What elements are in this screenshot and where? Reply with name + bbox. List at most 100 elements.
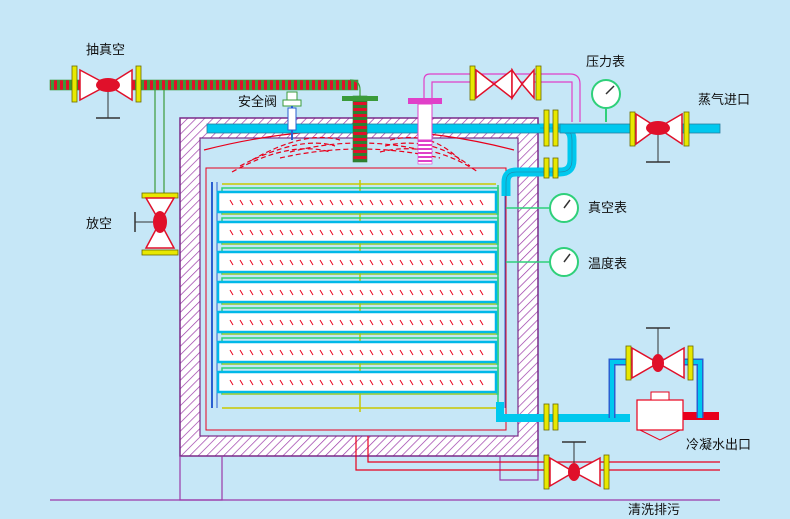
product-mark — [479, 199, 484, 206]
product-mark — [399, 229, 404, 236]
flanges — [71, 65, 694, 490]
heating-plate — [216, 250, 498, 274]
product-mark — [249, 259, 254, 266]
product-mark — [459, 229, 464, 236]
product-mark — [329, 259, 334, 266]
vacuum-pipe — [49, 79, 359, 91]
product-mark — [439, 379, 444, 386]
product-mark — [379, 289, 384, 296]
inner-lining — [205, 167, 507, 431]
vacuum-pipe-drop — [352, 95, 368, 163]
product-mark — [369, 349, 374, 356]
product-mark — [309, 379, 314, 386]
pressure-gauge-icon — [591, 79, 621, 122]
product-mark — [259, 289, 264, 296]
product-mark — [319, 199, 324, 206]
product-mark — [299, 229, 304, 236]
product-mark — [229, 259, 234, 266]
product-mark — [329, 349, 334, 356]
product-mark — [299, 379, 304, 386]
product-mark — [419, 229, 424, 236]
product-mark — [359, 229, 364, 236]
product-mark — [229, 229, 234, 236]
safety-valve — [282, 91, 302, 140]
product-mark — [379, 229, 384, 236]
product-mark — [429, 349, 434, 356]
product-mark — [409, 349, 414, 356]
product-mark — [339, 259, 344, 266]
product-mark — [279, 349, 284, 356]
product-mark — [319, 319, 324, 326]
product-mark — [349, 199, 354, 206]
product-mark — [339, 199, 344, 206]
product-mark — [439, 199, 444, 206]
product-mark — [449, 259, 454, 266]
steam-inlet-valve — [635, 112, 683, 163]
product-mark — [389, 259, 394, 266]
product-mark — [399, 289, 404, 296]
pressure-line-valves — [475, 67, 535, 101]
product-mark — [279, 199, 284, 206]
product-mark — [409, 379, 414, 386]
vent-valve — [134, 197, 176, 249]
product-mark — [449, 319, 454, 326]
product-mark — [389, 379, 394, 386]
product-mark — [239, 199, 244, 206]
product-mark — [409, 319, 414, 326]
thermometer-icon — [506, 247, 579, 277]
product-mark — [269, 319, 274, 326]
product-mark — [359, 349, 364, 356]
product-mark — [269, 349, 274, 356]
product-mark — [299, 199, 304, 206]
support-frame-right — [499, 456, 539, 481]
product-mark — [419, 289, 424, 296]
product-mark — [329, 229, 334, 236]
product-mark — [429, 259, 434, 266]
product-mark — [449, 199, 454, 206]
product-mark — [479, 229, 484, 236]
product-mark — [459, 379, 464, 386]
label-steam-inlet: 蒸气进口 — [698, 92, 750, 108]
product-mark — [419, 349, 424, 356]
product-mark — [419, 319, 424, 326]
product-mark — [379, 379, 384, 386]
product-mark — [399, 379, 404, 386]
product-mark — [239, 319, 244, 326]
product-mark — [319, 229, 324, 236]
product-mark — [269, 259, 274, 266]
product-mark — [459, 289, 464, 296]
product-mark — [329, 289, 334, 296]
product-mark — [449, 229, 454, 236]
product-mark — [409, 199, 414, 206]
product-mark — [429, 289, 434, 296]
product-mark — [469, 199, 474, 206]
product-mark — [399, 349, 404, 356]
product-mark — [479, 379, 484, 386]
drying-chamber — [179, 117, 539, 501]
label-vacuum-gauge: 真空表 — [588, 201, 627, 216]
product-mark — [349, 319, 354, 326]
product-mark — [319, 259, 324, 266]
product-mark — [239, 259, 244, 266]
product-mark — [349, 289, 354, 296]
product-mark — [269, 229, 274, 236]
product-mark — [399, 199, 404, 206]
product-mark — [289, 319, 294, 326]
product-mark — [339, 289, 344, 296]
product-mark — [279, 379, 284, 386]
product-mark — [459, 199, 464, 206]
heating-plate — [216, 220, 498, 244]
product-mark — [299, 289, 304, 296]
product-mark — [429, 229, 434, 236]
product-mark — [429, 199, 434, 206]
product-mark — [359, 379, 364, 386]
product-mark — [299, 259, 304, 266]
product-mark — [439, 349, 444, 356]
drain-valve — [549, 441, 601, 488]
product-mark — [229, 289, 234, 296]
product-mark — [419, 259, 424, 266]
product-mark — [389, 349, 394, 356]
product-mark — [419, 199, 424, 206]
product-mark — [409, 229, 414, 236]
label-safety-valve: 安全阀 — [238, 94, 277, 110]
